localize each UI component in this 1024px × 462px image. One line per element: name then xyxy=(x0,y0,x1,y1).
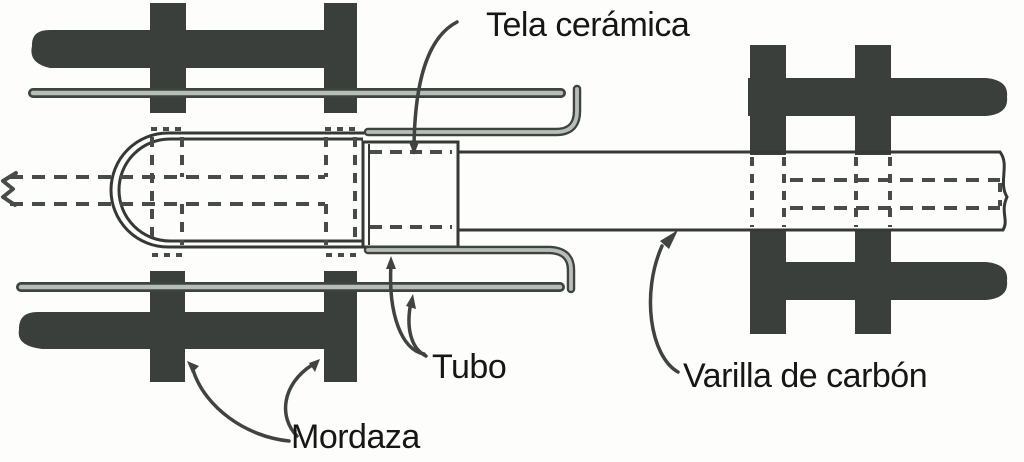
break-symbol xyxy=(1,171,18,207)
leader-tela-ceramica-arrowhead xyxy=(409,142,419,155)
leader-mordaza-left xyxy=(191,368,291,443)
clamp-bar-horizontal xyxy=(31,29,358,69)
hidden-edges xyxy=(1,127,1002,257)
label-tela-ceramica: Tela cerámica xyxy=(486,6,690,44)
clamp-jaw-left-lower xyxy=(750,230,786,334)
tube-bottom-hook-core xyxy=(366,248,573,291)
leader-arrows xyxy=(187,20,680,443)
clamp-right xyxy=(748,45,1008,334)
leader-tubo-upper xyxy=(388,262,426,356)
leader-mordaza-right-arrowhead xyxy=(309,359,320,372)
label-mordaza: Mordaza xyxy=(291,418,420,456)
clamp-jaw-right-lower xyxy=(855,230,891,334)
ceramic-cloth-block xyxy=(361,140,460,249)
clamp-jaw-left-upper xyxy=(750,45,786,155)
leader-tela-ceramica xyxy=(412,20,459,148)
carbon-rod xyxy=(458,150,1009,232)
leader-tubo-lower xyxy=(407,300,428,358)
leader-varilla-arrowhead xyxy=(660,230,678,249)
ceramic-cloth-outline xyxy=(361,140,460,249)
tube-bottom xyxy=(16,245,576,294)
clamp-jaw-right-upper xyxy=(855,45,891,155)
tube-top-hook-core xyxy=(366,87,579,134)
tube-top xyxy=(28,84,582,137)
label-tubo: Tubo xyxy=(432,348,507,386)
test-tube-outer-wall xyxy=(109,131,368,249)
leader-mordaza-left-arrowhead xyxy=(187,361,199,373)
leader-mordaza-right xyxy=(283,363,314,438)
leader-varilla xyxy=(648,244,680,374)
clamp-bar-horizontal xyxy=(18,311,357,349)
test-tube xyxy=(109,131,368,249)
label-varilla-de-carbon: Varilla de carbón xyxy=(683,357,928,395)
leader-tubo-upper-arrowhead xyxy=(386,256,396,269)
carbon-rod-outline xyxy=(458,150,1009,232)
leader-tubo-lower-arrowhead xyxy=(406,294,416,309)
